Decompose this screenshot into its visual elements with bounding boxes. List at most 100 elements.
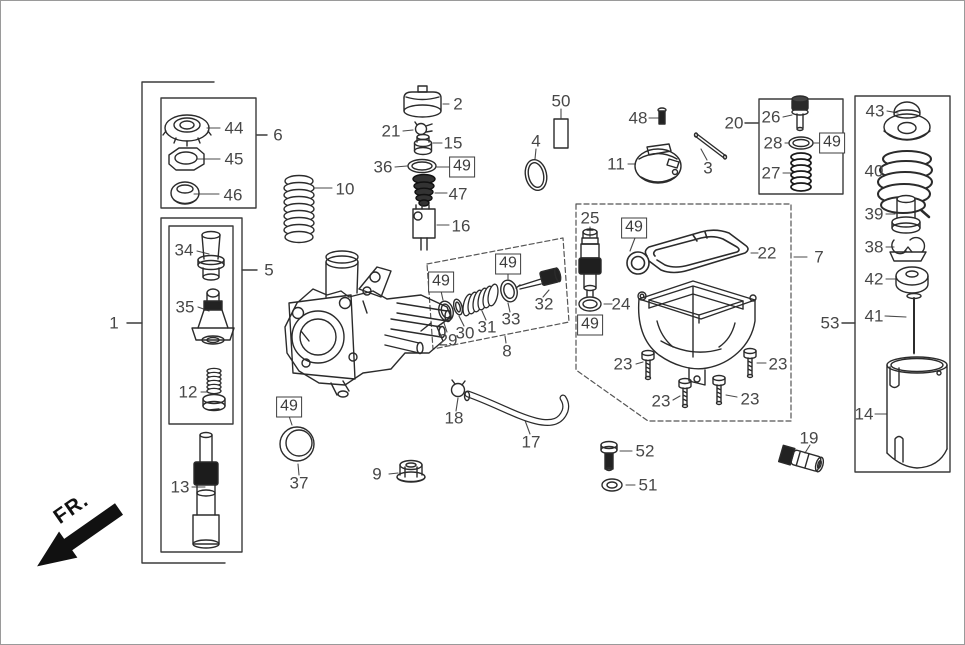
- part-label-49-boxed: 49: [276, 396, 302, 418]
- part-16-valve-body: [412, 203, 436, 251]
- part-label-23: 23: [613, 354, 633, 374]
- part-39-needle-holder: [891, 194, 921, 234]
- part-label-25: 25: [580, 208, 600, 228]
- group-8-dashed-box: [426, 237, 570, 350]
- part-23-screw: [678, 377, 692, 409]
- part-25-jet-assembly: [578, 228, 602, 297]
- part-label-47: 47: [448, 184, 468, 204]
- part-label-32: 32: [534, 294, 554, 314]
- part-43-cap: [883, 101, 931, 141]
- part-52-drain-screw: [600, 440, 618, 472]
- part-label-49-boxed: 49: [495, 253, 521, 275]
- part-label-24: 24: [611, 294, 631, 314]
- part-label-51: 51: [638, 475, 658, 495]
- fr-direction-arrow-icon: [37, 503, 124, 567]
- part-label-16: 16: [451, 216, 471, 236]
- part-label-49-boxed: 49: [819, 132, 845, 154]
- part-38-spring-seat: [889, 236, 927, 262]
- part-label-2: 2: [453, 94, 463, 114]
- part-label-22: 22: [757, 243, 777, 263]
- part-label-52: 52: [635, 441, 655, 461]
- part-label-49-boxed: 49: [428, 271, 454, 293]
- part-32-air-screw: [515, 267, 562, 290]
- part-label-10: 10: [335, 179, 355, 199]
- part-label-11: 11: [607, 154, 625, 174]
- part-label-4: 4: [531, 131, 541, 151]
- part-46-dome-nut: [170, 181, 200, 205]
- leader-lines: [191, 103, 907, 488]
- part-47-cone-spring: [412, 173, 436, 207]
- part-label-23: 23: [740, 389, 760, 409]
- part-label-45: 45: [224, 149, 244, 169]
- part-label-50: 50: [551, 91, 571, 111]
- part-label-17: 17: [521, 432, 541, 452]
- part-3-float-pin: [693, 132, 728, 160]
- carburetor-body: [284, 250, 452, 398]
- part-label-23: 23: [768, 354, 788, 374]
- part-30-washer: [452, 298, 464, 316]
- part-float-bowl: [637, 280, 757, 386]
- part-35-needle-jet: [191, 288, 235, 345]
- part-29-o-ring: [438, 300, 454, 322]
- part-11-float: [634, 143, 682, 184]
- part-label-18: 18: [444, 408, 464, 428]
- part-22-bowl-gasket: [626, 229, 749, 275]
- part-label-5: 5: [264, 260, 274, 280]
- part-label-48: 48: [628, 108, 648, 128]
- part-label-33: 33: [501, 309, 521, 329]
- part-17-drain-tube: [463, 390, 570, 427]
- part-label-29: 29: [438, 330, 458, 350]
- part-label-40: 40: [864, 161, 884, 181]
- part-label-42: 42: [864, 269, 884, 289]
- part-23-screw: [712, 374, 726, 406]
- part-40-spring: [877, 150, 933, 219]
- part-19-fuel-fitting: [777, 444, 825, 473]
- part-label-39: 39: [864, 204, 884, 224]
- part-36-o-ring: [407, 158, 437, 174]
- part-label-6: 6: [273, 125, 283, 145]
- part-2-top-cap: [403, 85, 442, 118]
- part-10-spring: [283, 174, 315, 244]
- part-label-14: 14: [854, 404, 874, 424]
- part-34-nozzle: [197, 230, 225, 281]
- part-label-15: 15: [443, 133, 463, 153]
- group-1-bracket: [126, 81, 226, 564]
- part-label-49-boxed: 49: [621, 217, 647, 239]
- part-48-float-pin-screw: [657, 107, 667, 125]
- part-23-screw: [641, 349, 655, 381]
- part-label-20: 20: [724, 113, 744, 133]
- part-label-13: 13: [170, 477, 190, 497]
- part-label-35: 35: [175, 297, 195, 317]
- part-label-49-boxed: 49: [449, 156, 475, 178]
- part-label-37: 37: [289, 473, 309, 493]
- part-44-top-nut: [162, 114, 212, 147]
- part-label-49-boxed: 49: [577, 314, 603, 336]
- part-9-flange-nut: [396, 459, 426, 483]
- part-24-o-ring: [578, 296, 602, 312]
- part-label-23: 23: [651, 391, 671, 411]
- part-label-36: 36: [373, 157, 393, 177]
- part-label-46: 46: [223, 185, 243, 205]
- part-label-53: 53: [820, 313, 840, 333]
- part-51-washer: [601, 478, 623, 492]
- part-label-19: 19: [799, 428, 819, 448]
- part-label-7: 7: [814, 247, 824, 267]
- part-41-jet-needle: [906, 292, 922, 355]
- part-label-26: 26: [761, 107, 781, 127]
- part-label-41: 41: [864, 306, 884, 326]
- group-6-box: [160, 97, 268, 209]
- part-label-28: 28: [763, 133, 783, 153]
- part-label-3: 3: [703, 158, 713, 178]
- part-label-34: 34: [174, 240, 194, 260]
- part-label-31: 31: [477, 317, 497, 337]
- group-53-box: [841, 95, 951, 473]
- part-label-1: 1: [109, 313, 119, 333]
- part-4-o-ring: [524, 158, 548, 192]
- part-18-hose-clip: [450, 379, 466, 398]
- part-31-spring: [462, 283, 499, 317]
- part-45-hex-nut: [168, 147, 205, 171]
- group-7-dashed-box: [575, 203, 792, 422]
